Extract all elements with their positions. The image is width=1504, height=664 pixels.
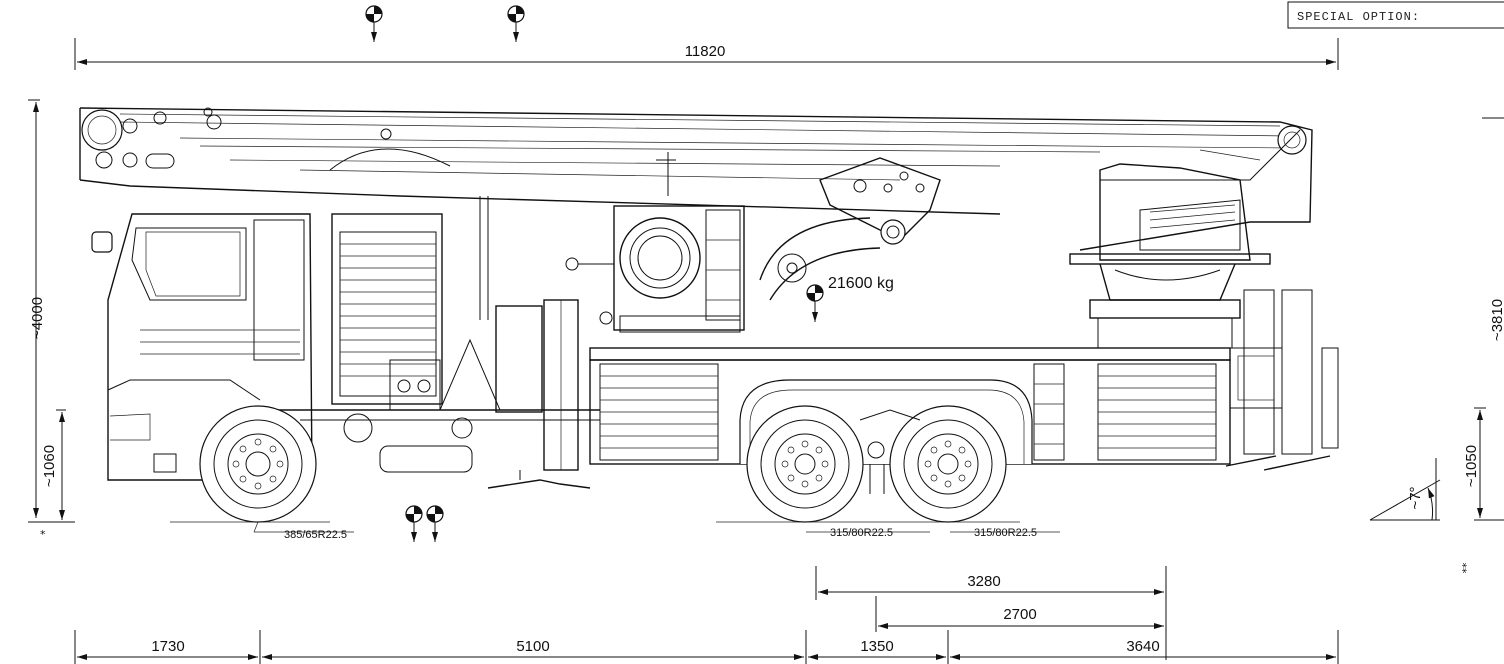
mass-label: 21600 kg xyxy=(828,275,894,292)
lifting-arm xyxy=(759,129,1301,301)
chassis xyxy=(258,299,600,473)
front-locker xyxy=(331,213,443,405)
overall-length-label: 11820 xyxy=(685,43,726,60)
front-height-label: ~1060 xyxy=(41,445,58,487)
dimension-3280: 3280 xyxy=(967,573,1000,590)
ladder-boom xyxy=(79,107,1313,320)
dimension-5100: 5100 xyxy=(516,638,549,655)
right-height-dimension: ~3810 ~1050 ** xyxy=(1460,117,1504,574)
rear-suspension xyxy=(859,409,921,494)
rear-tyre-1-label: 315/80R22.5 xyxy=(830,527,893,539)
front-wheel xyxy=(199,405,317,523)
dimension-1350: 1350 xyxy=(860,638,893,655)
dimension-3640: 3640 xyxy=(1126,638,1159,655)
front-tyre-label: 385/65R22.5 xyxy=(284,529,347,541)
right-height-label: ~3810 xyxy=(1489,299,1504,341)
overall-length-dimension: 11820 xyxy=(74,38,1339,70)
tyre-labels: 385/65R22.5 315/80R22.5 315/80R22.5 xyxy=(253,521,1060,541)
footnote-right: ** xyxy=(1460,562,1473,574)
footnote-left: * xyxy=(40,528,46,541)
overall-height-dimension: ~4000 xyxy=(28,99,46,518)
outriggers xyxy=(487,289,1331,489)
cog-symbol-icon xyxy=(507,5,525,42)
turntable xyxy=(1069,163,1271,349)
mass-annotation: 21600 kg xyxy=(806,275,894,322)
departure-angle-label: ~7° xyxy=(1407,486,1424,509)
rear-height-label: ~1050 xyxy=(1463,445,1480,487)
special-option-label: SPECIAL OPTION: xyxy=(1297,10,1420,24)
rear-wheel-1 xyxy=(746,405,864,523)
pump-unit xyxy=(565,205,745,333)
wheelbase-dimensions: 3280 2700 1730 5100 1350 3640 xyxy=(74,566,1339,664)
overall-height-label: ~4000 xyxy=(29,297,46,339)
cog-pair-icon xyxy=(405,505,444,542)
rear-wheel-2 xyxy=(889,405,1007,523)
dimension-2700: 2700 xyxy=(1003,606,1036,623)
dimension-1730: 1730 xyxy=(151,638,184,655)
rear-tyre-2-label: 315/80R22.5 xyxy=(974,527,1037,539)
cog-symbol-icon xyxy=(806,284,824,322)
front-height-dimension: ~1060 * xyxy=(28,409,75,541)
cog-symbol-icon xyxy=(365,5,383,42)
special-option-box: SPECIAL OPTION: xyxy=(1287,1,1504,29)
departure-angle-dimension: ~7° xyxy=(1369,458,1441,521)
fire-truck-illustration xyxy=(79,107,1339,523)
